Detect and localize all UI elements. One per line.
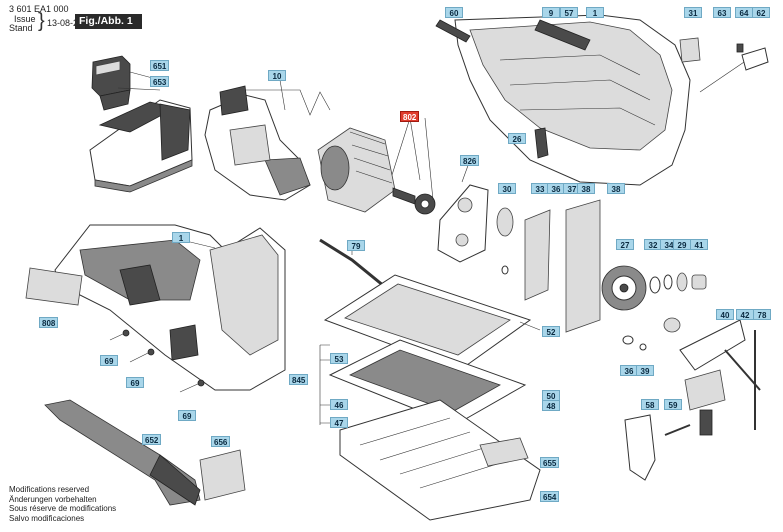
callout-47: 47: [330, 417, 348, 428]
modifications-line-de: Änderungen vorbehalten: [9, 494, 97, 504]
callout-9: 9: [542, 7, 560, 18]
screws: [109, 329, 205, 393]
callout-651: 651: [150, 60, 170, 71]
callout-652: 652: [142, 434, 162, 445]
callout-69-c: 69: [178, 410, 196, 421]
battery-pack: [91, 55, 131, 111]
callout-654: 654: [540, 491, 560, 502]
callout-41: 41: [690, 239, 708, 250]
callout-29: 29: [673, 239, 691, 250]
callout-78: 78: [753, 309, 771, 320]
callout-653: 653: [150, 76, 170, 87]
reciprocating-plate: [565, 199, 601, 333]
plunger-assembly: [679, 319, 761, 436]
callout-30: 30: [498, 183, 516, 194]
modifications-line-en: Modifications reserved: [9, 485, 90, 494]
charger: [89, 99, 193, 193]
callout-63: 63: [713, 7, 731, 18]
callout-42: 42: [736, 309, 754, 320]
callout-26: 26: [508, 133, 526, 144]
callout-40: 40: [716, 309, 734, 320]
base-shoe: [339, 399, 541, 521]
switch-electronics: [204, 85, 331, 201]
motor: [317, 127, 436, 215]
saw-blade-tool: [44, 399, 201, 506]
callout-656: 656: [211, 436, 231, 447]
gear-housing-top: [454, 14, 691, 186]
label-sticker: [25, 267, 83, 306]
small-parts-top-right: [435, 19, 769, 93]
callout-64: 64: [735, 7, 753, 18]
group-bracket: [319, 344, 330, 425]
callout-802: 802: [400, 111, 420, 122]
callout-79: 79: [347, 240, 365, 251]
callout-53: 53: [330, 353, 348, 364]
pendulum-lever: [624, 414, 691, 481]
callout-48: 48: [542, 400, 560, 411]
stand-label: Stand: [9, 23, 33, 33]
callout-52: 52: [542, 326, 560, 337]
callout-69-a: 69: [100, 355, 118, 366]
callout-31: 31: [684, 7, 702, 18]
callout-808: 808: [39, 317, 59, 328]
callout-10: 10: [268, 70, 286, 81]
callout-826: 826: [460, 155, 480, 166]
callout-60: 60: [445, 7, 463, 18]
housing-left: [54, 224, 286, 391]
base-insert: [479, 437, 529, 467]
callout-69-b: 69: [126, 377, 144, 388]
callout-655: 655: [540, 457, 560, 468]
gear-wheel: [601, 265, 647, 311]
callout-38-a: 38: [577, 183, 595, 194]
callout-58: 58: [641, 399, 659, 410]
modifications-line-es: Salvo modificaciones: [9, 513, 85, 523]
clip-part: [534, 127, 549, 159]
callout-1-left: 1: [172, 232, 190, 243]
support-bracket: [437, 184, 489, 263]
modifications-line-fr: Sous réserve de modifications: [9, 504, 117, 513]
brace-glyph: }: [38, 10, 45, 32]
issue-date: 13-08-26: [47, 18, 84, 28]
hex-key: [319, 238, 396, 297]
small-round-parts: [622, 272, 707, 351]
callout-46: 46: [330, 399, 348, 410]
base-plate-lower: [328, 339, 527, 426]
callout-62: 62: [752, 7, 770, 18]
callout-27: 27: [616, 239, 634, 250]
callout-57: 57: [560, 7, 578, 18]
dust-guard: [199, 449, 246, 501]
issue-label: Issue: [14, 14, 36, 24]
callout-39: 39: [636, 365, 654, 376]
guide-plate: [524, 209, 551, 301]
callout-845: 845: [289, 374, 309, 385]
callout-38-b: 38: [607, 183, 625, 194]
modifications-notice: Modifications reserved Änderungen vorbeh…: [9, 485, 116, 523]
callout-59: 59: [664, 399, 682, 410]
washers: [496, 207, 514, 275]
part-number: 3 601 EA1 000: [9, 4, 69, 14]
callout-1-top: 1: [586, 7, 604, 18]
figure-label: Fig./Abb. 1: [75, 14, 142, 29]
